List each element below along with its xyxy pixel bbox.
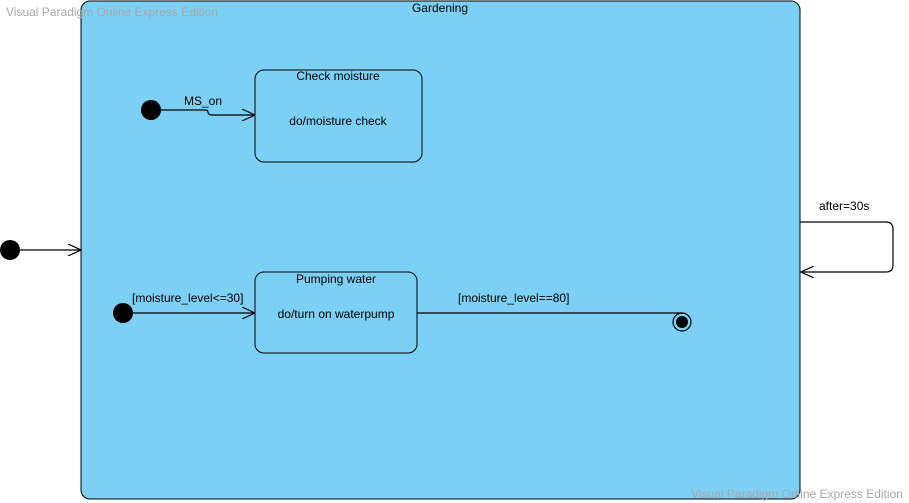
ms-on-label: MS_on — [184, 94, 222, 108]
low-moisture-label: [moisture_level<=30] — [132, 291, 243, 305]
outer-initial-state[interactable] — [0, 240, 20, 260]
ms-on-transition[interactable] — [161, 110, 255, 115]
pumping-water-activity: do/turn on waterpump — [278, 307, 395, 321]
after-timer-transition[interactable] — [800, 221, 894, 272]
gardening-title: Gardening — [412, 1, 468, 15]
check-moisture-activity: do/moisture check — [289, 114, 387, 128]
initial-state-pump[interactable] — [113, 303, 133, 323]
pumping-water-name: Pumping water — [296, 272, 376, 286]
high-moisture-label: [moisture_level==80] — [458, 291, 569, 305]
gardening-composite-state[interactable] — [80, 0, 801, 500]
after-timer-label: after=30s — [819, 199, 869, 213]
initial-state-check[interactable] — [141, 100, 161, 120]
check-moisture-name: Check moisture — [296, 69, 380, 83]
check-moisture-state[interactable] — [254, 69, 423, 163]
watermark-bottom: Visual Paradigm Online Express Edition — [691, 487, 903, 501]
final-state[interactable] — [672, 312, 692, 332]
watermark-top: Visual Paradigm Online Express Edition — [6, 5, 218, 19]
